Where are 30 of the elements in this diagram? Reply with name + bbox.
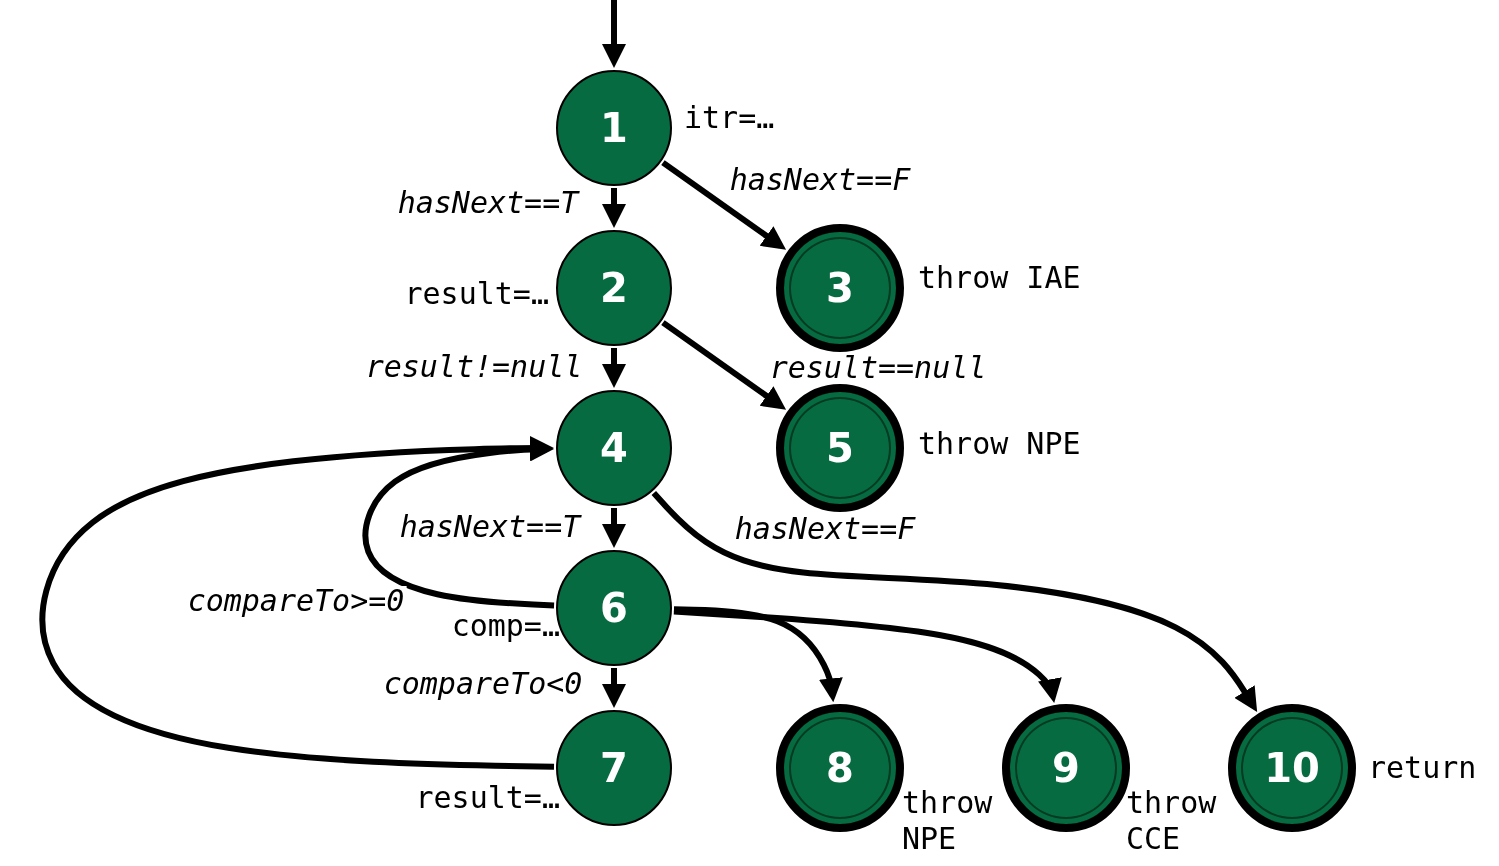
state-number: 10 <box>1264 745 1320 791</box>
state-annotation: result=… <box>404 276 549 312</box>
state-number: 9 <box>1052 745 1080 791</box>
state-number: 6 <box>600 585 628 631</box>
state-annotation: throw CCE <box>1126 785 1218 857</box>
arrow <box>661 320 787 410</box>
arrow <box>602 508 626 548</box>
state-annotation: comp=… <box>451 608 560 644</box>
state-annotation: itr=… <box>684 100 775 136</box>
state-annotation: return <box>1368 750 1477 786</box>
state-annotation: throw IAE <box>918 260 1081 296</box>
state-annotation: result=… <box>415 780 560 816</box>
state-annotation: throw NPE <box>902 785 994 857</box>
state-number: 4 <box>600 425 628 471</box>
state-number: 7 <box>600 745 628 791</box>
arrow <box>661 160 787 250</box>
arrow <box>602 348 626 388</box>
arrow <box>602 188 626 228</box>
state-number: 8 <box>826 745 854 791</box>
arrow <box>673 608 1062 703</box>
state-number: 2 <box>600 265 628 311</box>
state-annotation: throw NPE <box>918 426 1081 462</box>
arrow <box>602 0 626 68</box>
arrow <box>651 490 1258 712</box>
state-number: 5 <box>826 425 854 471</box>
state-number: 1 <box>600 105 628 151</box>
arrow <box>39 436 555 770</box>
arrow <box>673 606 843 703</box>
state-number: 3 <box>826 265 854 311</box>
arrow <box>602 668 626 708</box>
